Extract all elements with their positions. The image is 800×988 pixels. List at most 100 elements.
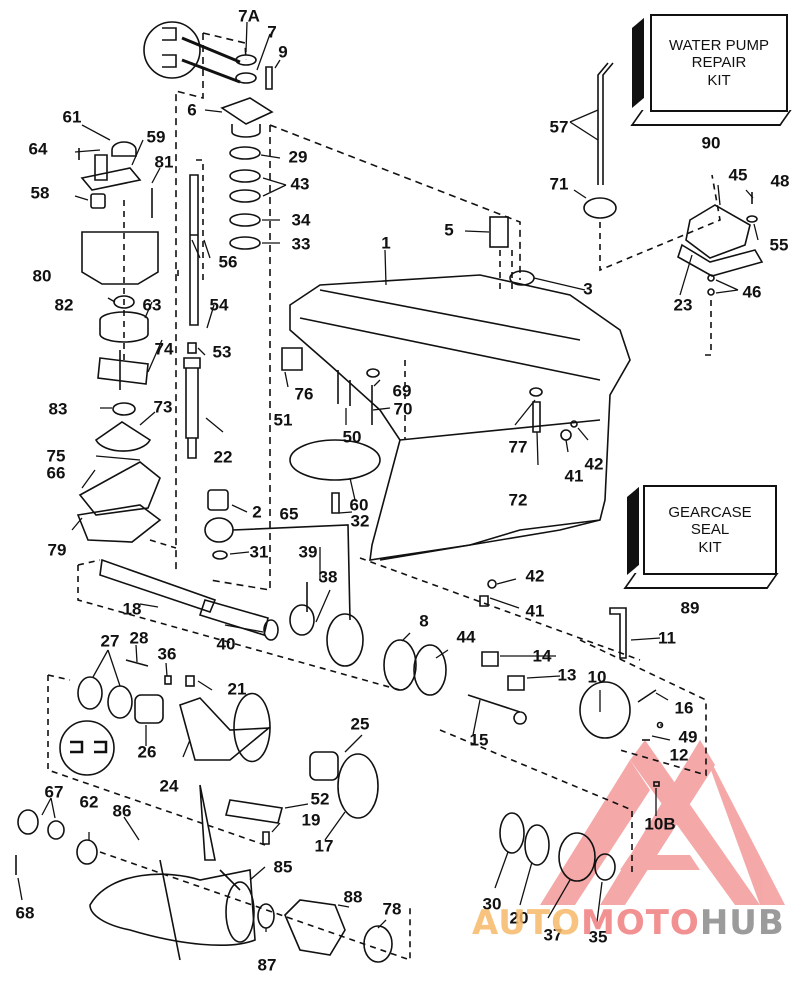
part-61 xyxy=(111,141,137,157)
part-40 xyxy=(263,619,279,641)
callout-55: 55 xyxy=(769,235,789,255)
part-56-driveshaft xyxy=(189,174,199,326)
callout-59: 59 xyxy=(146,127,166,147)
part-78 xyxy=(363,925,393,963)
part-67b xyxy=(47,820,65,840)
inset-detail-top xyxy=(143,21,201,79)
callout-42: 42 xyxy=(525,566,545,586)
callout-34: 34 xyxy=(291,210,311,230)
part-35 xyxy=(594,853,616,881)
part-25 xyxy=(309,751,339,781)
callout-78: 78 xyxy=(382,899,402,919)
callout-40: 40 xyxy=(216,634,236,654)
part-7 xyxy=(235,72,257,84)
part-2 xyxy=(207,489,229,511)
callout-71: 71 xyxy=(549,174,569,194)
callout-21: 21 xyxy=(227,679,247,699)
callout-81: 81 xyxy=(154,152,174,172)
part-11-shiftrod xyxy=(609,607,627,659)
part-77 xyxy=(529,387,543,397)
callout-15: 15 xyxy=(469,730,489,750)
callout-48: 48 xyxy=(770,171,790,191)
part-28-bolt xyxy=(125,659,149,667)
watermark-hub: HUB xyxy=(699,903,785,943)
part-65 xyxy=(331,492,340,514)
callout-86: 86 xyxy=(112,801,132,821)
part-19 xyxy=(262,831,270,845)
part-42b xyxy=(487,579,497,589)
callout-42: 42 xyxy=(584,454,604,474)
callout-70: 70 xyxy=(393,399,413,419)
callout-18: 18 xyxy=(122,599,142,619)
part-60-trimtab xyxy=(289,439,381,481)
part-34 xyxy=(229,213,261,227)
watermark-triangle xyxy=(540,740,785,905)
callout-37: 37 xyxy=(543,925,563,945)
callout-25: 25 xyxy=(350,714,370,734)
callout-79: 79 xyxy=(47,540,67,560)
callout-53: 53 xyxy=(212,342,232,362)
callout-16: 16 xyxy=(674,698,694,718)
callout-10: 10 xyxy=(587,667,607,687)
callout-33: 33 xyxy=(291,234,311,254)
callout-64: 64 xyxy=(28,139,48,159)
part-31 xyxy=(212,550,228,560)
callout-9: 9 xyxy=(278,42,288,62)
part-27a xyxy=(77,676,103,710)
leader-lines xyxy=(17,21,759,932)
callout-24: 24 xyxy=(159,776,179,796)
part-53 xyxy=(187,342,197,354)
callout-46: 46 xyxy=(742,282,762,302)
part-22 xyxy=(183,357,201,459)
callout-7A: 7A xyxy=(238,6,260,26)
part-17-oring xyxy=(337,753,379,819)
callout-52: 52 xyxy=(310,789,330,809)
kit-title-line1: WATER PUMP xyxy=(669,37,769,55)
callout-60: 60 xyxy=(349,495,369,515)
part-14 xyxy=(481,651,499,667)
callout-41: 41 xyxy=(564,466,584,486)
callout-49: 49 xyxy=(678,727,698,747)
callout-75: 75 xyxy=(46,446,66,466)
callout-63: 63 xyxy=(142,295,162,315)
part-27b xyxy=(107,685,133,719)
part-32 xyxy=(204,517,234,543)
callout-12: 12 xyxy=(669,745,689,765)
callout-20: 20 xyxy=(509,908,529,928)
callout-29: 29 xyxy=(288,147,308,167)
part-41a xyxy=(560,429,572,441)
part-58 xyxy=(90,193,106,209)
callout-89: 89 xyxy=(680,598,700,618)
part-38-clutch xyxy=(289,604,315,636)
part-45 xyxy=(685,204,751,259)
part-10B xyxy=(653,781,660,787)
part-1-gearcase xyxy=(289,274,631,561)
part-66-plate xyxy=(78,461,161,516)
callout-58: 58 xyxy=(30,183,50,203)
part-46a xyxy=(707,274,715,282)
part-7A xyxy=(235,54,257,66)
callout-17: 17 xyxy=(314,836,334,856)
callout-72: 72 xyxy=(508,490,528,510)
part-42a xyxy=(570,420,578,428)
callout-39: 39 xyxy=(298,542,318,562)
part-32b-gear xyxy=(326,613,364,667)
callout-85: 85 xyxy=(273,857,293,877)
part-21 xyxy=(185,675,195,687)
callout-3: 3 xyxy=(583,279,593,299)
watermark-logo: AUTOMOTOHUB xyxy=(472,903,785,943)
part-71 xyxy=(583,197,617,219)
part-29 xyxy=(229,146,261,160)
callout-35: 35 xyxy=(588,927,608,947)
part-88 xyxy=(284,899,346,956)
callout-87: 87 xyxy=(257,955,277,975)
part-52 xyxy=(224,799,284,824)
callout-74: 74 xyxy=(154,339,174,359)
part-72 xyxy=(532,401,541,433)
part-43a xyxy=(229,169,261,183)
part-74-impeller xyxy=(97,350,149,390)
part-10-cradle xyxy=(579,681,631,739)
part-41b xyxy=(479,595,489,607)
kit-title-line2: REPAIR xyxy=(691,54,747,72)
